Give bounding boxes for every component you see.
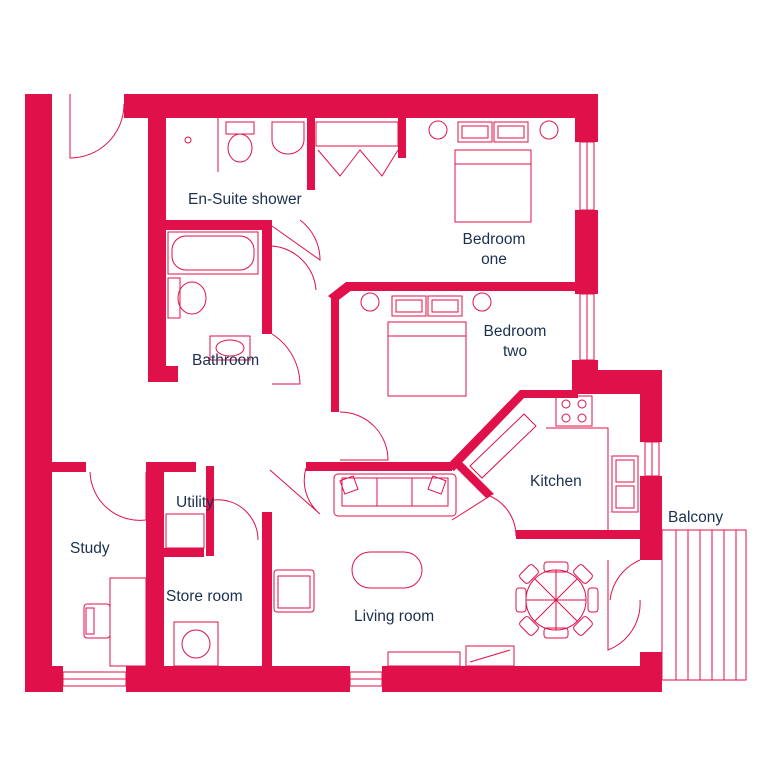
door-swing-icon — [213, 499, 259, 541]
label-bedroom-one-line1: Bedroom — [462, 231, 526, 248]
basin-icon — [209, 335, 251, 361]
coffee-table-icon — [351, 551, 423, 589]
label-bedroom-two-line1: Bedroom — [483, 323, 547, 340]
outer-walls — [25, 94, 662, 692]
washing-machine-icon — [173, 621, 219, 667]
door-swing-icon — [69, 94, 125, 159]
door-swing-icon — [269, 467, 321, 515]
bed-icon — [428, 120, 559, 223]
desk-icon — [83, 577, 147, 667]
door-swing-icon — [89, 471, 147, 521]
label-ensuite: En-Suite shower — [188, 191, 302, 208]
label-bedroom-two: Bedroom two — [472, 322, 558, 362]
door-swing-icon — [271, 333, 301, 385]
label-living-room: Living room — [354, 608, 435, 625]
armchair-icon — [273, 569, 315, 613]
label-bedroom-one: Bedroom one — [452, 230, 536, 270]
sofa-icon — [333, 473, 457, 517]
label-utility: Utility — [176, 494, 214, 511]
door-swing-icon — [609, 559, 641, 601]
interior-walls — [52, 118, 640, 668]
door-swing-icon — [451, 495, 517, 537]
label-bedroom-one-line2: one — [481, 251, 507, 268]
door-swing-icon — [271, 245, 317, 291]
tv-unit-icon — [387, 645, 515, 667]
toilet-icon — [225, 121, 255, 163]
label-balcony: Balcony — [668, 509, 724, 526]
kitchen-counter — [469, 413, 609, 530]
label-bathroom: Bathroom — [192, 352, 260, 369]
label-bedroom-two-line2: two — [502, 343, 528, 360]
door-swing-icon — [339, 411, 389, 461]
basin-icon — [271, 121, 305, 155]
windows — [62, 141, 660, 687]
shower-icon — [184, 118, 219, 172]
dining-table-icon — [515, 561, 599, 639]
door-swings — [69, 94, 641, 651]
bathtub-icon — [167, 231, 259, 275]
label-study: Study — [70, 540, 110, 557]
door-swing-icon — [271, 219, 321, 261]
hob-icon — [555, 395, 593, 427]
balcony-decking — [661, 529, 747, 681]
sink-icon — [611, 455, 639, 513]
label-store-room: Store room — [166, 588, 243, 605]
door-swing-icon — [607, 560, 641, 651]
utility-cupboard — [165, 513, 205, 549]
label-kitchen: Kitchen — [530, 473, 582, 490]
wardrobe-icon — [315, 121, 399, 147]
toilet-icon — [167, 277, 207, 319]
bed-icon — [360, 292, 492, 397]
door-swing-icon — [317, 149, 399, 177]
